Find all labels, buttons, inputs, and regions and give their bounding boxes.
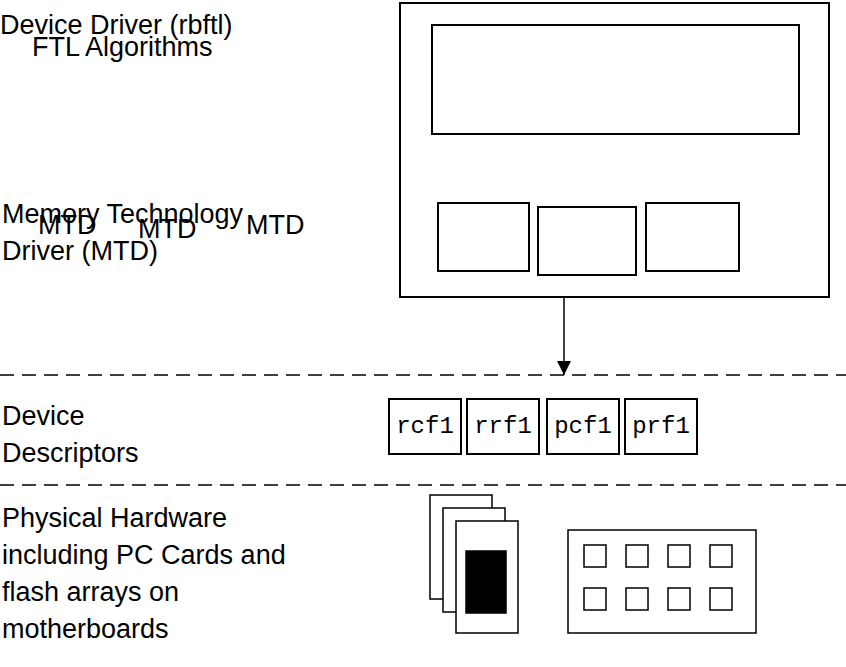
layer-label: Memory Technology Driver (MTD) <box>2 196 302 270</box>
box-label: pcf1 <box>554 413 612 441</box>
mtd-box: MTD <box>437 202 530 272</box>
flash-chip <box>668 588 690 610</box>
mtd-box: MTD <box>537 206 637 276</box>
flash-chip <box>710 588 732 610</box>
descriptor-box: prf1 <box>624 398 698 455</box>
descriptor-box: rcf1 <box>388 398 462 455</box>
layer-label: Device Descriptors <box>2 398 172 472</box>
box-label: prf1 <box>632 413 690 441</box>
mtd-box: MTD <box>645 202 740 272</box>
flash-chip <box>710 545 732 567</box>
box-label: FTL Algorithms <box>32 32 213 63</box>
flash-chip <box>584 588 606 610</box>
layer-label: Physical Hardware including PC Cards and… <box>2 500 302 648</box>
layer-divider <box>0 374 846 376</box>
flash-chip <box>584 545 606 567</box>
box-label: MTD <box>246 210 304 241</box>
box-label: rcf1 <box>396 413 454 441</box>
descriptor-box: pcf1 <box>546 398 620 455</box>
flash-chip <box>626 588 648 610</box>
box-label: rrf1 <box>474 413 532 441</box>
descriptor-box: rrf1 <box>466 398 540 455</box>
flow-arrow <box>563 298 565 375</box>
layer-divider <box>0 484 846 486</box>
flash-chip <box>626 545 648 567</box>
driver-box: Device Driver (rbftl)FTL AlgorithmsMTDMT… <box>399 2 830 298</box>
algorithm-box: FTL Algorithms <box>431 24 800 135</box>
pc-card-stack <box>430 495 518 633</box>
flash-chip <box>668 545 690 567</box>
flash-array-board <box>568 530 756 633</box>
